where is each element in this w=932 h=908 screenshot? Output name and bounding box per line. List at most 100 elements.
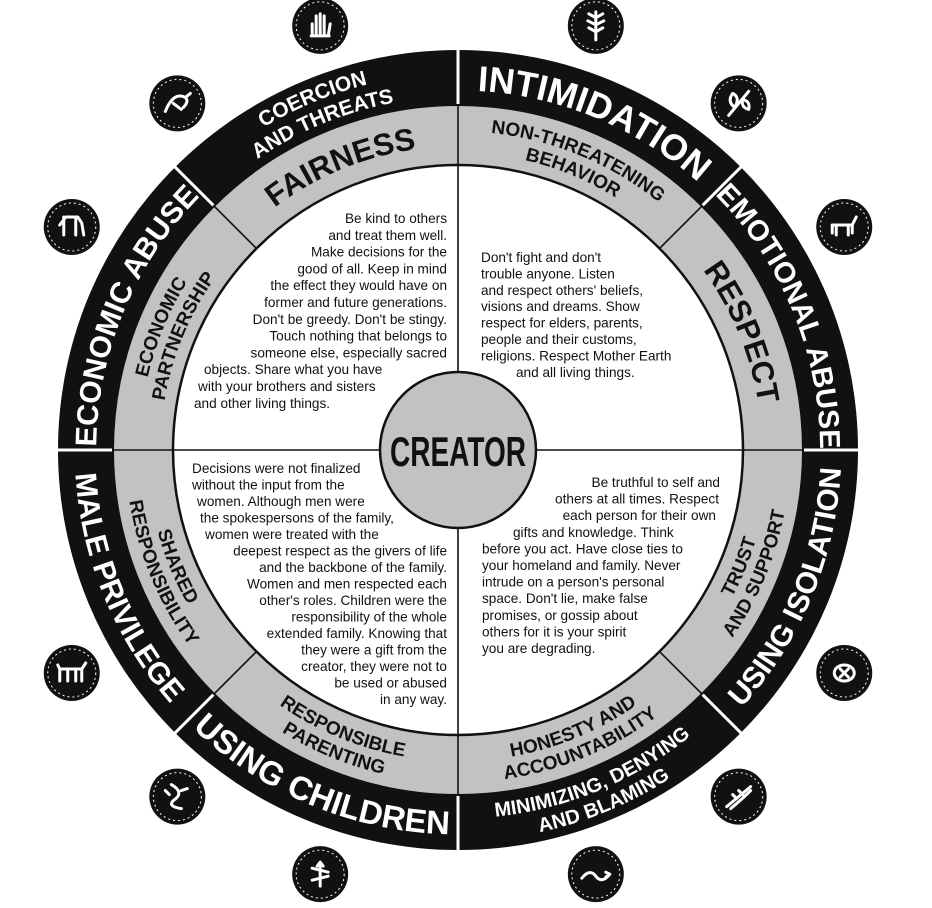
center-circle [378,370,538,530]
icon-glyph [830,215,858,237]
icon-glyph [725,785,753,811]
quadrant-text-line: someone else, especially sacred [251,345,447,360]
quadrant-text-line: Be kind to others [345,211,447,226]
quadrant-text-line: space. Don't lie, make false [482,591,648,606]
icon-badge [43,645,100,701]
quadrant-text-line: other's roles. Children were the [259,593,447,608]
icon-glyph [586,10,606,42]
icon-badge [149,75,206,132]
quadrant-text-line: and respect others' beliefs, [481,283,643,298]
quadrant-text-line: women. Although men were [196,494,365,509]
quadrant-text-line: women were treated with the [204,527,379,542]
quadrant-text-line: responsibility of the whole [291,610,447,625]
quadrant-text-line: your homeland and family. Never [482,558,681,573]
icon-badge [43,199,100,255]
icon-badge-border [714,772,764,822]
horse-icon [43,199,100,255]
quadrant-text-line: the effect they would have on [270,278,447,293]
icon-badge-border [295,1,345,51]
quadrant-text-line: they were a gift from the [301,643,447,658]
quadrant-text-line: and treat them well. [328,228,447,243]
quadrant-text-line: creator, they were not to [301,659,447,674]
icon-badge-border [152,78,202,128]
quadrant-text-line: others for it is your spirit [482,624,627,639]
quadrant-text-line: deepest respect as the givers of life [233,544,447,559]
quadrant-text-line: each person for their own [563,508,716,523]
value-ring-divider [658,650,703,695]
buffalo-icon [43,645,100,701]
icon-glyph [580,870,612,882]
quadrant-text-line: and other living things. [194,396,330,411]
center-hub: CREATOR [378,370,538,530]
icon-glyph [832,663,856,683]
wheel-rings [57,49,859,851]
quadrant-text-line: without the input from the [191,478,345,493]
icon-glyph [58,215,86,237]
quadrant-text-line: before you act. Have close ties to [482,541,683,556]
abuse-ring-divider [701,693,743,735]
abuse-ring-divider [173,165,215,207]
icon-glyph [727,89,751,117]
quadrant-text-line: extended family. Knowing that [267,626,448,641]
abuse-ring-divider [173,693,215,735]
icon-badge-border [47,648,97,698]
quadrant-text-line: others at all times. Respect [555,492,719,507]
quadrant-text-line: visions and dreams. Show [481,299,640,314]
value-ring-divider [658,205,703,250]
turtle-icon [816,645,873,701]
quadrant-text-fairness: Be kind to others and treat them well. Mak… [194,211,447,411]
quadrant-text-line: Decisions were not finalized [192,461,361,476]
quadrant-text-line: gifts and knowledge. Think [513,525,674,540]
icon-badge-border [571,849,621,899]
quadrant-text-line: promises, or gossip about [482,608,638,623]
quadrant-text-line: objects. Share what you have [204,362,382,377]
hand-icon [292,0,349,54]
icon-badge [816,199,873,255]
quadrant-text-line: Women and men respected each [247,577,447,592]
quadrant-text-line: you are degrading. [482,641,595,656]
quadrant-text-line: respect for elders, parents, [481,316,643,331]
quadrant-text-line: with your brothers and sisters [197,379,376,394]
icon-glyph [310,860,330,888]
quadrant-text-line: the spokespersons of the family, [200,511,394,526]
quadrant-text-shared: Decisions were not finalized without the … [191,461,447,707]
icon-badge-border [47,202,97,252]
feathers-icon [710,768,767,825]
icon-badge-border [819,648,869,698]
icon-glyph [309,12,332,38]
value-ring-divider [213,650,258,695]
quadrant-text-line: Don't be greedy. Don't be stingy. [253,312,447,327]
icon-badge-border [152,772,202,822]
lizard-icon [292,846,349,903]
quadrant-text-trust: Be truthful to self and others at all tim… [482,475,720,656]
quadrant-text-line: be used or abused [334,676,447,691]
corn-icon [567,0,624,54]
icon-badge-border [295,849,345,899]
value-ring-divider [213,205,258,250]
icon-glyph [163,783,189,811]
plant-icon [710,75,767,132]
icon-badge-border [819,202,869,252]
quadrant-text-line: former and future generations. [264,295,447,310]
quadrant-text-line: trouble anyone. Listen [481,266,615,281]
salamander-icon [149,768,206,825]
quadrant-text-line: in any way. [380,692,447,707]
icon-badge-border [571,1,621,51]
quadrant-text-line: religions. Respect Mother Earth [481,348,671,363]
deer-icon [816,199,873,255]
quadrant-text-line: good of all. Keep in mind [297,261,447,276]
icon-glyph [163,91,192,113]
bird-icon [149,75,206,132]
center-label: CREATOR [390,428,526,475]
icon-badge-border [714,78,764,128]
quadrant-text-line: Be truthful to self and [592,475,720,490]
icon-ring [43,0,873,903]
quadrant-text-line: and all living things. [516,365,635,380]
quadrant-text-line: Make decisions for the [311,245,447,260]
abuse-ring-divider [701,165,743,207]
quadrant-texts: Be kind to others and treat them well. Mak… [191,211,720,707]
quadrant-text-line: Don't fight and don't [481,250,601,265]
quadrant-text-line: intrude on a person's personal [482,575,664,590]
